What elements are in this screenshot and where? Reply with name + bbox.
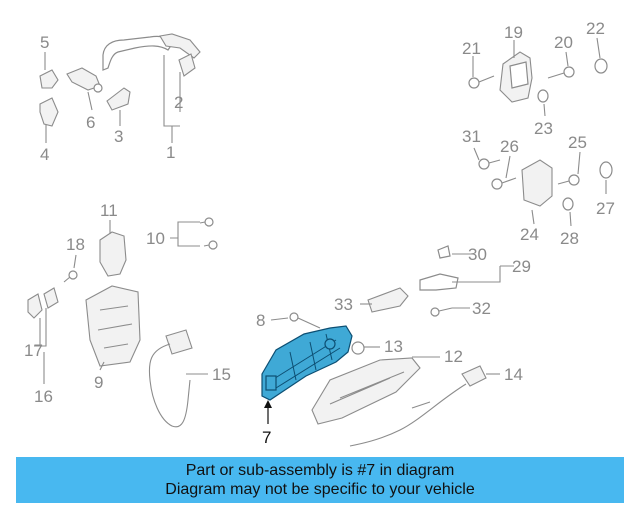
bezel-part: [106, 87, 131, 111]
callout-8: 8: [256, 311, 265, 330]
callout-30: 30: [468, 245, 487, 264]
callout-24: 24: [520, 225, 539, 244]
callout-9: 9: [94, 373, 103, 392]
handle-cap-part: [178, 53, 196, 77]
plug-part-27: [599, 161, 613, 179]
lock-cylinder-part: [66, 67, 103, 93]
callout-5: 5: [40, 33, 49, 52]
callout-32: 32: [472, 299, 491, 318]
bolt-part-20: [547, 66, 575, 79]
grommet-part-13: [351, 341, 365, 355]
screw-part-10: [199, 217, 218, 250]
inner-handle-part-33: [367, 287, 409, 313]
bolt-part-21: [468, 75, 495, 89]
callout-7: 7: [262, 428, 271, 447]
callout-16: 16: [34, 387, 53, 406]
bracket-part-11: [99, 231, 127, 277]
banner-line-2: Diagram may not be specific to your vehi…: [165, 481, 475, 498]
info-banner: Part or sub-assembly is #7 in diagram Di…: [16, 457, 624, 503]
cable-part-14: [349, 365, 487, 447]
callout-22: 22: [586, 19, 605, 38]
latch-part-9: [85, 285, 141, 367]
bolt-part-25: [557, 174, 580, 186]
screw-part-32: [430, 307, 453, 317]
bolt-part-31: [478, 158, 501, 170]
leader-lines: [34, 37, 607, 424]
callout-1: 1: [166, 143, 175, 162]
callout-13: 13: [384, 337, 403, 356]
cover-part-17: [27, 287, 59, 319]
callout-10: 10: [146, 229, 165, 248]
cap-part-5: [39, 69, 59, 89]
callout-6: 6: [86, 113, 95, 132]
callout-27: 27: [596, 199, 615, 218]
callout-33: 33: [334, 295, 353, 314]
highlighted-part-7: [261, 325, 353, 401]
bolt-part-26: [491, 177, 517, 190]
callout-15: 15: [212, 365, 231, 384]
bushing-part-23: [537, 89, 549, 103]
callout-20: 20: [554, 33, 573, 52]
banner-line-1: Part or sub-assembly is #7 in diagram: [185, 462, 455, 479]
callout-12: 12: [444, 347, 463, 366]
clip-part-30: [419, 245, 459, 291]
callout-11: 11: [100, 201, 118, 220]
bushing-part-28: [562, 197, 574, 211]
plug-part-22: [594, 58, 608, 74]
callout-23: 23: [534, 119, 553, 138]
callout-17: 17: [24, 341, 43, 360]
callout-26: 26: [500, 137, 519, 156]
callout-28: 28: [560, 229, 579, 248]
seal-part-4: [39, 97, 59, 127]
hinge-lower-part: [521, 159, 553, 207]
cable-part-15: [148, 329, 193, 428]
callout-4: 4: [40, 145, 49, 164]
callout-18: 18: [66, 235, 85, 254]
bolt-part-18: [63, 270, 78, 283]
callout-29: 29: [512, 257, 531, 276]
outer-handle-part: [102, 33, 201, 71]
trim-part-12: [311, 357, 421, 425]
callout-19: 19: [504, 23, 523, 42]
callout-3: 3: [114, 127, 123, 146]
callout-21: 21: [462, 39, 481, 58]
callout-31: 31: [462, 127, 481, 146]
callouts: 1 2 3 4 5 6 7 8 9 10 11 12 13 14 15 16 1…: [24, 19, 615, 447]
stud-part-8: [289, 312, 321, 329]
callout-14: 14: [504, 365, 523, 384]
callout-25: 25: [568, 133, 587, 152]
callout-2: 2: [174, 93, 183, 112]
hinge-upper-part: [499, 51, 533, 103]
